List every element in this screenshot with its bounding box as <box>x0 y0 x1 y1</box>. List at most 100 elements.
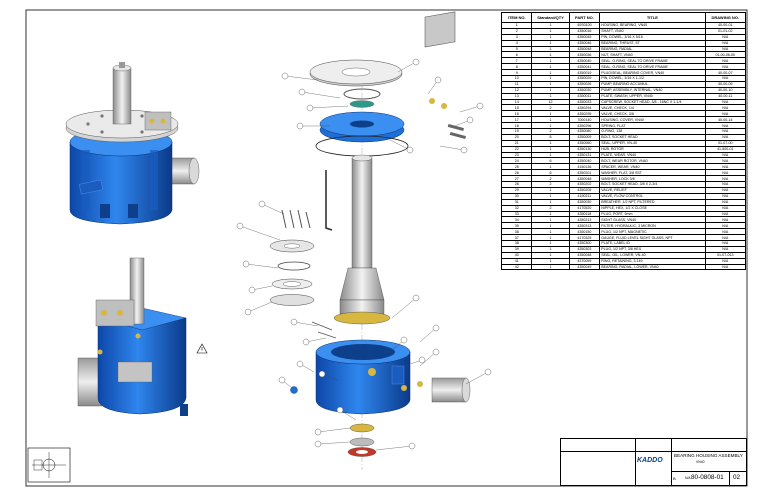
bom-cell-drawing-no: N/A <box>704 157 747 165</box>
bom-cell-item-no: 5 <box>500 45 533 53</box>
bom-cell-item-no: 27 <box>500 175 533 183</box>
bom-cell-drawing-no: N/A <box>704 216 747 224</box>
bom-cell-qty: 1 <box>531 151 570 159</box>
bom-cell-drawing-no: N/A <box>704 175 747 183</box>
balloon <box>484 368 492 376</box>
balloon <box>306 104 314 112</box>
bom-cell-item-no: 4 <box>500 39 533 47</box>
balloon <box>258 200 266 208</box>
bom-cell-drawing-no: N/A <box>704 198 747 206</box>
bom-cell-qty: 1 <box>531 198 570 206</box>
bom-cell-qty: 1 <box>531 192 570 200</box>
leader-line <box>391 297 417 319</box>
legend-symbol <box>27 447 71 483</box>
balloon-callouts <box>236 58 492 451</box>
drawing-number: 80-0808-01 <box>691 474 724 481</box>
bom-cell-qty: 1 <box>531 234 570 241</box>
balloon <box>412 58 420 66</box>
leader-line <box>317 441 351 445</box>
balloon <box>302 338 310 346</box>
bom-cell-drawing-no: N/A <box>704 239 747 247</box>
leader-line <box>375 445 413 451</box>
bom-cell-item-no: 29 <box>500 186 533 194</box>
bom-cell-qty: 1 <box>531 228 570 236</box>
bom-cell-qty: 1 <box>531 45 570 53</box>
section-view <box>77 257 208 416</box>
bom-cell-drawing-no: 01-00-06-00 <box>704 51 747 59</box>
bom-cell-drawing-no: 01-01-02 <box>704 27 747 35</box>
balloon <box>460 146 468 154</box>
leader-line <box>419 351 437 367</box>
balloon <box>406 146 414 154</box>
bom-cell-qty: 1 <box>531 245 570 253</box>
balloon <box>290 318 298 326</box>
bom-cell-qty: 1 <box>531 163 570 171</box>
bom-cell-item-no: 22 <box>500 145 533 153</box>
bom-cell-drawing-no: N/A <box>704 186 747 194</box>
leader-line <box>301 91 341 99</box>
bom-cell-qty: 6 <box>531 157 570 165</box>
bom-cell-qty: 1 <box>531 51 570 59</box>
leader-line <box>251 285 273 291</box>
bom-cell-drawing-no: N/A <box>704 163 747 171</box>
balloon <box>236 222 244 230</box>
bom-cell-item-no: 35 <box>500 222 533 230</box>
balloon <box>248 286 256 294</box>
bom-header-title: TITLE <box>599 12 706 23</box>
bom-cell-item-no: 39 <box>500 245 533 253</box>
exploded-view <box>269 11 471 470</box>
balloon <box>408 442 416 450</box>
drawing-scale: N/A <box>685 476 691 480</box>
title-block: KADDO BEARING HOUSING ASSEMBLY VN40 B N/… <box>560 438 747 486</box>
balloon <box>412 294 420 302</box>
balloon <box>298 88 306 96</box>
drawing-title: BEARING HOUSING ASSEMBLY <box>674 453 743 458</box>
bom-cell-drawing-no: N/A <box>704 151 747 159</box>
balloon <box>418 356 426 364</box>
bom-cell-qty: 1 <box>531 139 570 147</box>
bom-header-qty: Standard/QTY <box>531 12 570 23</box>
bom-cell-drawing-no: N/A <box>704 222 747 230</box>
bom-cell-drawing-no: N/A <box>704 33 747 41</box>
bom-cell-qty: 6 <box>531 169 570 177</box>
leader-line <box>397 61 417 73</box>
leader-line <box>389 139 411 151</box>
bom-cell-drawing-no: N/A <box>704 234 747 241</box>
bom-cell-item-no: 30 <box>500 192 533 200</box>
bom-cell-drawing-no: N/A <box>704 263 747 271</box>
balloon <box>318 370 326 378</box>
balloon <box>336 406 344 414</box>
balloon <box>242 260 250 268</box>
balloon <box>432 348 440 356</box>
leader-line <box>419 327 437 343</box>
bom-cell-drawing-no: N/A <box>704 133 747 141</box>
bom-cell-item-no: 2 <box>500 27 533 35</box>
balloon <box>466 116 474 124</box>
leader-line <box>239 225 281 241</box>
bom-cell-drawing-no: N/A <box>704 57 747 65</box>
bill-of-materials-table: ITEM NO. Standard/QTY PART NO. TITLE DRA… <box>500 12 747 271</box>
bom-cell-item-no: 20 <box>500 133 533 141</box>
bom-cell-qty: 2 <box>531 175 570 183</box>
bom-cell-item-no: 38 <box>500 239 533 247</box>
